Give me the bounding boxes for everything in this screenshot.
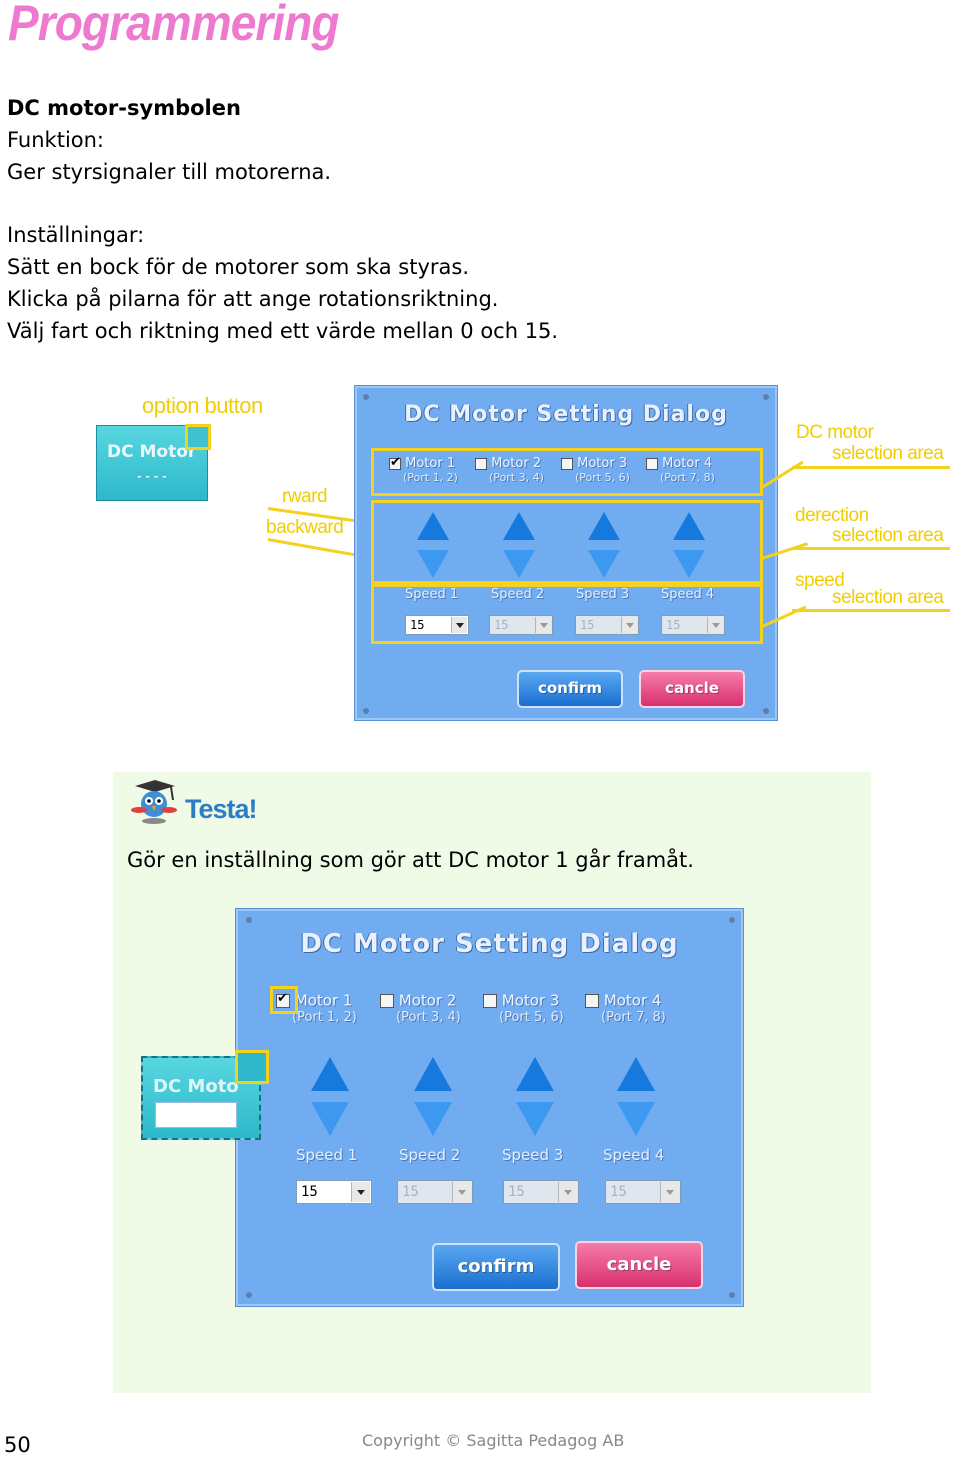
motor-3-forward-arrow-icon[interactable]: [516, 1057, 554, 1091]
motor-1-checkbox[interactable]: [389, 455, 401, 470]
speed-1-select[interactable]: 15: [405, 615, 469, 635]
annotation-speed-2: selection area: [832, 587, 944, 608]
dc-motor-icon-label: DC Motor: [153, 1076, 239, 1097]
copyright: Copyright © Sagitta Pedagog AB: [362, 1431, 625, 1450]
intro-heading: DC motor-symbolen: [7, 96, 241, 120]
speed-3-label: Speed 3: [502, 1146, 564, 1164]
motor-2-checkbox[interactable]: [475, 457, 487, 470]
funktion-label: Funktion:: [7, 128, 105, 152]
page-number: 50: [4, 1433, 31, 1457]
annotation-backward: backward: [266, 517, 344, 538]
motor-4-option[interactable]: Motor 4 (Port 7, 8): [646, 456, 715, 484]
intro-text: DC motor-symbolen Funktion: Ger styrsign…: [7, 92, 558, 347]
annotation-direction-2: selection area: [832, 525, 944, 546]
motor-1-backward-arrow-icon[interactable]: [311, 1102, 349, 1136]
confirm-button[interactable]: confirm: [432, 1243, 560, 1291]
speed-4-select[interactable]: 15: [605, 1180, 681, 1204]
dc-motor-icon-card[interactable]: DC Motor - - - -: [96, 424, 211, 501]
motor-3-option[interactable]: Motor 3 (Port 5, 6): [483, 991, 564, 1025]
motor-4-forward-arrow-icon[interactable]: [617, 1057, 655, 1091]
motor-3-forward-arrow-icon[interactable]: [588, 512, 620, 540]
speed-1-label: Speed 1: [405, 587, 459, 602]
speed-1-select[interactable]: 15: [296, 1180, 372, 1204]
speed-3-select[interactable]: 15: [503, 1180, 579, 1204]
motor-4-forward-arrow-icon[interactable]: [673, 512, 705, 540]
motor-2-forward-arrow-icon[interactable]: [414, 1057, 452, 1091]
dc-motor-dialog-annotated: DC Motor Setting Dialog Motor 1 (Port 1,…: [354, 385, 778, 721]
page-title: Programmering: [8, 0, 340, 51]
motor-4-backward-arrow-icon[interactable]: [617, 1102, 655, 1136]
motor-1-checkbox-highlight: [270, 986, 298, 1014]
speed-4-label: Speed 4: [661, 587, 715, 602]
motor-4-checkbox[interactable]: [585, 993, 599, 1008]
annotation-speed-1: speed: [795, 570, 845, 591]
direction-selection-area: [371, 500, 763, 584]
motor-4-option[interactable]: Motor 4 (Port 7, 8): [585, 991, 666, 1025]
annotation-forward: rward: [282, 486, 328, 507]
motor-3-backward-arrow-icon[interactable]: [516, 1102, 554, 1136]
speed-2-label: Speed 2: [491, 587, 545, 602]
motor-2-forward-arrow-icon[interactable]: [503, 512, 535, 540]
motor-1-option[interactable]: Motor 1 (Port 1, 2): [389, 455, 458, 484]
dc-motor-icon-sub: - - - -: [137, 470, 167, 483]
motor-3-checkbox[interactable]: [561, 457, 573, 470]
settings-line-1: Sätt en bock för de motorer som ska styr…: [7, 255, 469, 279]
option-button[interactable]: [235, 1050, 269, 1084]
motor-1-forward-arrow-icon[interactable]: [417, 512, 449, 540]
testa-heading: Testa!: [185, 794, 258, 824]
speed-3-label: Speed 3: [576, 587, 630, 602]
dc-motor-icon-card-exercise[interactable]: DC Motor: [141, 1050, 269, 1140]
speed-selection-area: [371, 584, 763, 644]
speed-2-label: Speed 2: [399, 1146, 461, 1164]
mascot-icon: [131, 780, 177, 824]
motor-3-checkbox[interactable]: [483, 993, 497, 1008]
motor-3-option[interactable]: Motor 3 (Port 5, 6): [561, 456, 630, 484]
speed-2-select[interactable]: 15: [489, 615, 553, 635]
motor-4-checkbox[interactable]: [646, 457, 658, 470]
dialog-title: DC Motor Setting Dialog: [300, 929, 679, 959]
option-button[interactable]: [185, 424, 211, 450]
cancel-button[interactable]: cancle: [639, 670, 745, 708]
motor-4-backward-arrow-icon[interactable]: [673, 550, 705, 578]
dialog-title: DC Motor Setting Dialog: [404, 402, 728, 427]
motor-3-backward-arrow-icon[interactable]: [588, 550, 620, 578]
speed-3-select[interactable]: 15: [575, 615, 639, 635]
annotation-direction-1: derection: [795, 505, 869, 526]
dc-motor-icon-field: [155, 1102, 237, 1128]
testa-text: Gör en inställning som gör att DC motor …: [127, 848, 694, 872]
settings-label: Inställningar:: [7, 223, 145, 247]
dc-motor-dialog-exercise: DC Motor Setting Dialog Motor 1 (Port 1,…: [235, 908, 744, 1307]
motor-2-backward-arrow-icon[interactable]: [414, 1102, 452, 1136]
funktion-text: Ger styrsignaler till motorerna.: [7, 160, 332, 184]
annotation-dc-motor-2: selection area: [832, 443, 944, 464]
dc-motor-icon-label: DC Motor: [107, 442, 195, 462]
motor-2-option[interactable]: Motor 2 (Port 3, 4): [475, 456, 544, 484]
motor-1-checkbox[interactable]: [276, 991, 290, 1008]
motor-1-option[interactable]: Motor 1 (Port 1, 2): [276, 991, 357, 1025]
motor-selection-area: [371, 448, 763, 496]
speed-2-select[interactable]: 15: [397, 1180, 473, 1204]
speed-1-label: Speed 1: [296, 1146, 358, 1164]
annotation-dc-motor-1: DC motor: [796, 422, 874, 443]
motor-2-option[interactable]: Motor 2 (Port 3, 4): [380, 991, 461, 1025]
cancel-button[interactable]: cancle: [575, 1241, 703, 1289]
speed-4-select[interactable]: 15: [661, 615, 725, 635]
settings-line-3: Välj fart och riktning med ett värde mel…: [7, 319, 559, 343]
motor-2-checkbox[interactable]: [380, 993, 394, 1008]
speed-4-label: Speed 4: [603, 1146, 665, 1164]
motor-1-forward-arrow-icon[interactable]: [311, 1057, 349, 1091]
motor-2-backward-arrow-icon[interactable]: [503, 550, 535, 578]
confirm-button[interactable]: confirm: [517, 670, 623, 708]
settings-line-2: Klicka på pilarna för att ange rotations…: [7, 287, 499, 311]
motor-1-backward-arrow-icon[interactable]: [417, 550, 449, 578]
annotation-option-button: option button: [142, 393, 263, 418]
